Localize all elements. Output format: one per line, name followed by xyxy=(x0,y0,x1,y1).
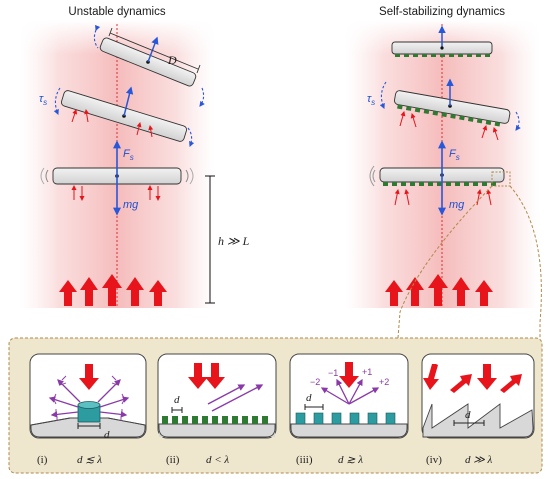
condition-iv: d ≫ λ xyxy=(465,454,493,466)
metasurface-elements-ii xyxy=(162,416,268,424)
order-plus2: +2 xyxy=(379,377,389,387)
panel-iii: −2 −1 +1 +2 d (iii) d ≳ λ xyxy=(289,353,409,466)
d-label-iii: d xyxy=(306,392,312,404)
torque-label-right: τs xyxy=(367,93,375,107)
zoom-connector xyxy=(397,185,542,339)
order-minus2: −2 xyxy=(310,377,320,387)
sawtooth-surface xyxy=(422,403,534,438)
order-minus1: −1 xyxy=(328,368,338,378)
meta-elements-bottom xyxy=(383,182,496,186)
label-Fs-right: Fs xyxy=(449,148,460,162)
meta-elements-top xyxy=(395,54,490,57)
zoom-box xyxy=(491,171,511,187)
height-label: h ≫ L xyxy=(218,234,250,248)
panel-ii: d (ii) d < λ xyxy=(157,353,277,466)
d-label-i: d xyxy=(104,429,110,441)
label-Fs-left: Fs xyxy=(123,148,134,162)
rotation-arc-top-left xyxy=(93,24,101,49)
numeral-iii: (iii) xyxy=(296,454,313,466)
rotation-arc-middle-right xyxy=(187,127,195,148)
panel-iv: d (iv) d ≫ λ xyxy=(421,353,535,466)
condition-i: d ≲ λ xyxy=(77,454,102,466)
numeral-i: (i) xyxy=(37,454,48,466)
right-scene: Self-stabilizing dynamics xyxy=(345,6,540,308)
title-self-stabilizing: Self-stabilizing dynamics xyxy=(379,6,505,18)
numeral-ii: (ii) xyxy=(166,454,180,466)
label-D: D xyxy=(167,53,177,67)
rotation-arc-top-right xyxy=(199,87,205,107)
torque-arc-left xyxy=(53,87,61,116)
panel-i: d (i) d ≲ λ xyxy=(29,353,147,466)
height-scale: h ≫ L xyxy=(205,175,250,304)
order-plus1: +1 xyxy=(362,367,372,377)
condition-ii: d < λ xyxy=(206,454,229,466)
torque-arc-right xyxy=(379,81,387,110)
numeral-iv: (iv) xyxy=(426,454,442,466)
cylinder-element xyxy=(77,401,101,423)
left-scene: Unstable dynamics D τs Fs mg xyxy=(20,6,215,308)
metasurface-elements-iii xyxy=(295,412,396,425)
force-arrow-middle xyxy=(123,86,134,117)
title-unstable: Unstable dynamics xyxy=(68,6,165,18)
torque-label-left: τs xyxy=(39,93,47,107)
meta-plate-tilted xyxy=(394,90,511,127)
label-mg-right: mg xyxy=(449,199,465,211)
dimension-d-bar xyxy=(109,32,199,70)
laser-arrows-right xyxy=(385,274,493,306)
label-mg-left: mg xyxy=(123,199,139,211)
laser-arrows-left xyxy=(59,274,167,306)
condition-iii: d ≳ λ xyxy=(338,454,363,466)
d-label-ii: d xyxy=(174,394,180,406)
d-label-iv: d xyxy=(465,409,471,421)
